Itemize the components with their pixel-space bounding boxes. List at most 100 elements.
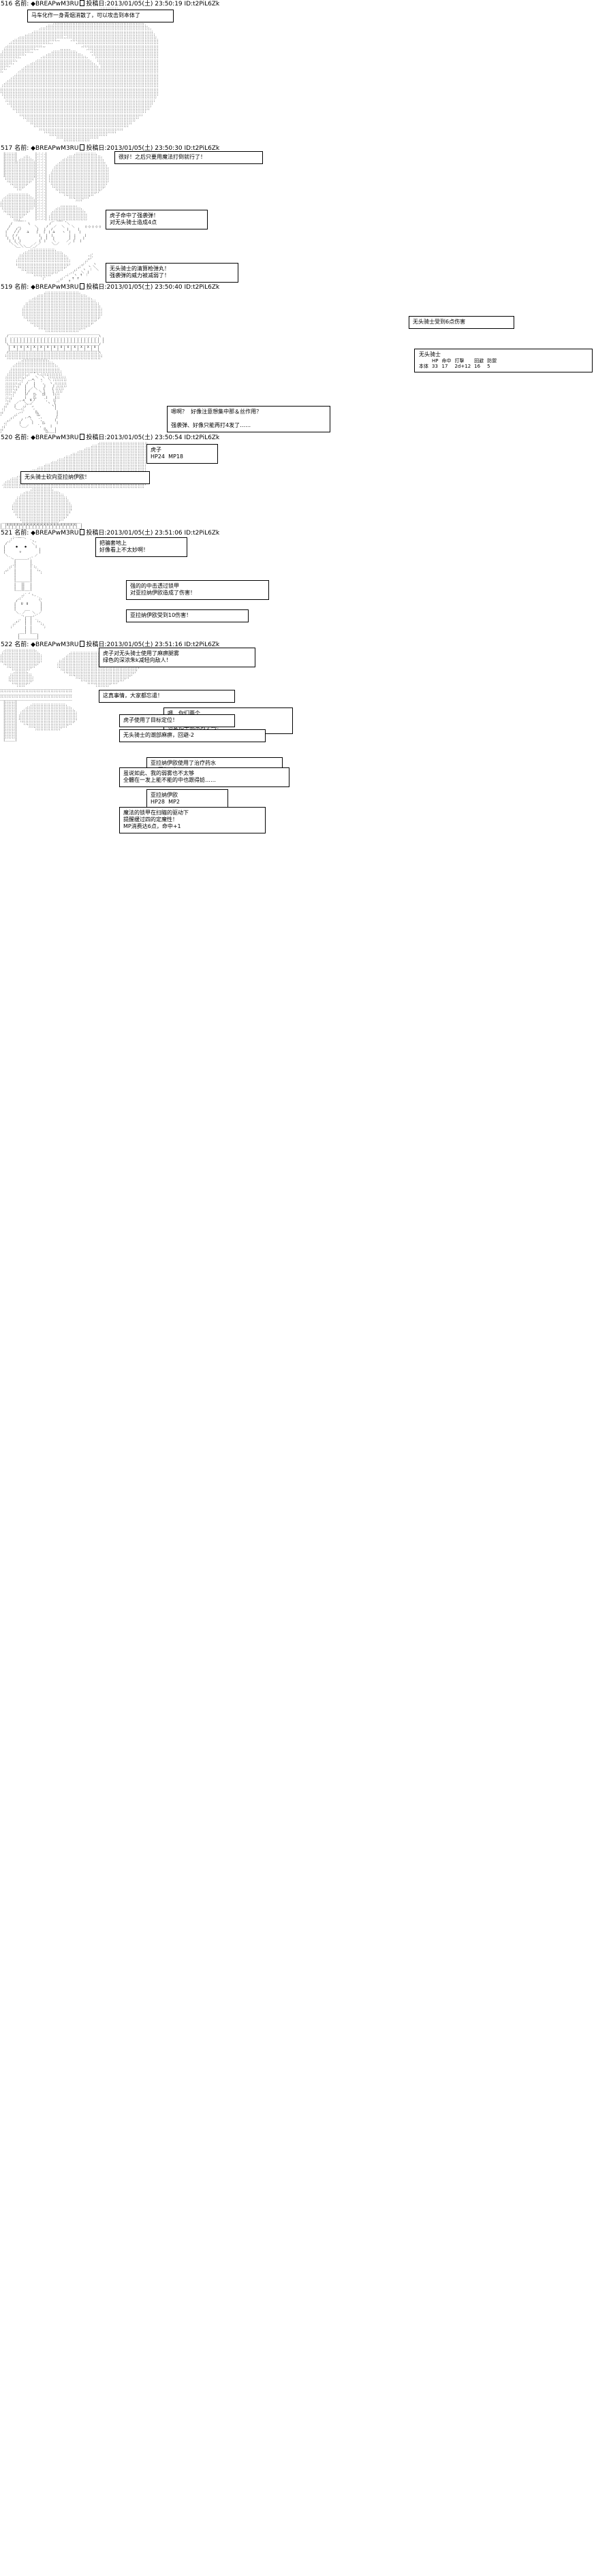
missing-glyph-icon <box>80 529 85 536</box>
post-date: 2013/01/05(土) 23:51:06 <box>106 530 183 537</box>
enemy-stat-box: 无头骑士 HP 命中 打撃 回避 防禦 本体 33 17 2d+12 16 5 <box>414 349 593 373</box>
missing-glyph-icon <box>80 434 85 441</box>
post-date: 2013/01/05(土) 23:51:16 <box>106 641 183 648</box>
post-date: 2013/01/05(土) 23:50:54 <box>106 434 183 442</box>
post-id: ID:t2PiL6Zk <box>184 144 220 152</box>
stat-col-eva: 回避 <box>474 358 484 364</box>
aa-interlude-518: 无头骑士的清算枪弹丸！ 强袭弹的威力被减弱了！ -‐―――‐- ,. -――- … <box>0 219 596 283</box>
stat-row: 本体 33 17 2d+12 16 5 <box>419 364 500 369</box>
stat-col-hit: 命中 <box>441 358 452 364</box>
dialogue-bubble-4: 无头骑士的清算枪弹丸！ 强袭弹的威力被减弱了！ <box>106 262 238 283</box>
stat-cell-5: 5 <box>487 364 490 370</box>
post-number: 520 <box>1 434 13 442</box>
aa-art-519: ,;;;;;;;;;;;;;;;;;;;;, ,;;;;;;;;;;;;;;;;… <box>5 291 104 360</box>
post-date-label: 投稿日: <box>86 434 107 442</box>
stat-cell-4: 16 <box>474 364 481 370</box>
post-date: 2013/01/05(土) 23:50:30 <box>106 144 183 152</box>
post-name-label: 名前: <box>14 530 29 537</box>
missing-glyph-icon <box>80 640 85 647</box>
post-number: 516 <box>1 1 13 7</box>
post-tripcode: ◆BREAPwM3RU <box>31 1 79 7</box>
post-number: 521 <box>1 530 13 537</box>
post-name-label: 名前: <box>14 1 29 7</box>
post-name-label: 名前: <box>14 641 29 648</box>
stat-title: 无头骑士 <box>419 351 441 358</box>
post-tripcode: ◆BREAPwM3RU <box>31 284 79 291</box>
stat-cell-3: 2d+12 <box>454 364 471 370</box>
dialogue-bubble-6: 嗯啊？ 好像注意想集中那＆丝作用？ 强袭弹、好像只能再打4发了…… <box>167 406 330 433</box>
dialogue-bubble-15: 虎子对无头骑士使用了麻痹腿雾 绿色的深浓朱k减轻向敌人！ <box>99 647 255 667</box>
dialogue-bubble-11: 亚拉纳伊欧受到10伤害！ <box>126 609 249 623</box>
stat-col-0 <box>419 358 432 364</box>
stat-header-row: HP 命中 打撃 回避 防禦 <box>419 358 500 364</box>
post-id: ID:t2PiL6Zk <box>184 641 220 648</box>
dialogue-bubble-18: 虎子使用了目标定位！ <box>119 714 235 727</box>
stat-col-dmg: 打撃 <box>454 358 465 364</box>
stat-cell-2: 17 <box>441 364 448 370</box>
post-tripcode: ◆BREAPwM3RU <box>31 641 79 648</box>
post-number: 522 <box>1 641 13 648</box>
post-name-label: 名前: <box>14 434 29 442</box>
stat-col-hp: HP <box>432 358 439 364</box>
stat-col-def: 防禦 <box>487 358 497 364</box>
post-id: ID:t2PiL6Zk <box>184 284 220 291</box>
dialogue-bubble-14: 亚拉纳伊欧 HP28 MP2 <box>146 789 228 810</box>
dialogue-bubble-5: 无头骑士受到6点伤害 <box>409 316 514 330</box>
post-id: ID:t2PiL6Zk <box>184 434 220 442</box>
dialogue-bubble-9: 把骗套地上 好像看上不太妙啊！ <box>95 537 187 558</box>
dialogue-bubble-3: 虎子命中了强袭弹！ 对无头骑士造成4点 <box>106 209 208 229</box>
dialogue-bubble-19: 虽说如此、我的弱雾也不太够 全體在一发上能不能的中也跟得妨…… <box>119 767 289 787</box>
dialogue-bubble-8: 无头骑士砍向亚拉纳伊欧！ <box>20 471 150 485</box>
aa-art-520: ,;;;;;;;;;;;;;;;;;;;;;;;;;;;;; ,;;;;;;;;… <box>0 441 148 530</box>
dialogue-bubble-7: 虎子 HP24 MP18 <box>146 444 218 464</box>
stat-table: HP 命中 打撃 回避 防禦 本体 33 17 2d+12 16 5 <box>419 358 500 369</box>
aa-art-tail: ________________________________________… <box>0 686 78 742</box>
post-name-label: 名前: <box>14 144 29 152</box>
aa-art-517: |;;;;;;| |.:.:.| ,;;;;;;;;;;;;, |;;;;;;|… <box>0 151 110 221</box>
aa-art-hero: ,;;;;;;;;;;;;;;, ,;;;;;;;;;;;;;;;;;;;;, … <box>0 359 67 434</box>
dialogue-bubble-20: 魔法的锁甲在扫瞄的驱动下 提醒缓过四的定魔性！ MP消费达6点，命中+1 <box>119 806 266 833</box>
missing-glyph-icon <box>80 0 85 6</box>
post-id: ID:t2PiL6Zk <box>184 1 220 7</box>
post-id: ID:t2PiL6Zk <box>184 530 220 537</box>
dialogue-bubble-10: 强的的中击透过锁甲 对亚拉纳伊欧造成了伤害！ <box>126 580 269 601</box>
post-name-label: 名前: <box>14 284 29 291</box>
aa-tail-section: 虎子使用了目标定位！ 虽说如此、我的弱雾也不太够 全體在一发上能不能的中也跟得妨… <box>0 686 596 833</box>
stat-cell-1: 33 <box>432 364 438 370</box>
dialogue-bubble-17: 无头骑士的潮部麻痹，回避-2 <box>119 729 266 742</box>
post-tripcode: ◆BREAPwM3RU <box>31 434 79 442</box>
aa-art-522: ,;;;;;;;;;;;;;;;;;;, ;;;;;;;;;;;;;;;;;;;… <box>0 648 140 687</box>
post-date: 2013/01/05(土) 23:50:19 <box>106 1 183 7</box>
post-date-label: 投稿日: <box>86 284 107 291</box>
post-number: 517 <box>1 144 13 152</box>
post-date-label: 投稿日: <box>86 1 107 7</box>
aa-art-516: ,;;;;;;;;;;, ,;;;;;;;;;;;;;;;;;;;, ,;;;;… <box>0 7 159 143</box>
post-date-label: 投稿日: <box>86 144 107 152</box>
aa-art-518: -‐―――‐- ,. -――- 、 / \ / ＼ / ,、 ＼ / ／ ＼ ＼… <box>5 219 101 283</box>
missing-glyph-icon <box>80 283 85 290</box>
dialogue-bubble-2: 很好！之后只要用魔法打倒就行了！ <box>114 150 263 164</box>
aa-art-521: ,;-‐――‐-、 ,;' `ヽ, / ＼ | ● ● | | | | ▽ | … <box>3 537 46 641</box>
post-number: 519 <box>1 284 13 291</box>
post-date-label: 投稿日: <box>86 641 107 648</box>
aa-interlude-hero: 嗯啊？ 好像注意想集中那＆丝作用？ 强袭弹、好像只能再打4发了…… 虎子 HP2… <box>0 359 596 464</box>
stat-cell-0: 本体 <box>419 364 428 370</box>
post-date-label: 投稿日: <box>86 530 107 537</box>
post-date: 2013/01/05(土) 23:50:40 <box>106 284 183 291</box>
missing-glyph-icon <box>80 144 85 150</box>
dialogue-bubble-1: 马车化作一身青烟消散了，可以攻击到本体了 <box>27 10 174 22</box>
dialogue-bubble-16: 这真事情，大家都忘遣！ <box>99 689 235 703</box>
